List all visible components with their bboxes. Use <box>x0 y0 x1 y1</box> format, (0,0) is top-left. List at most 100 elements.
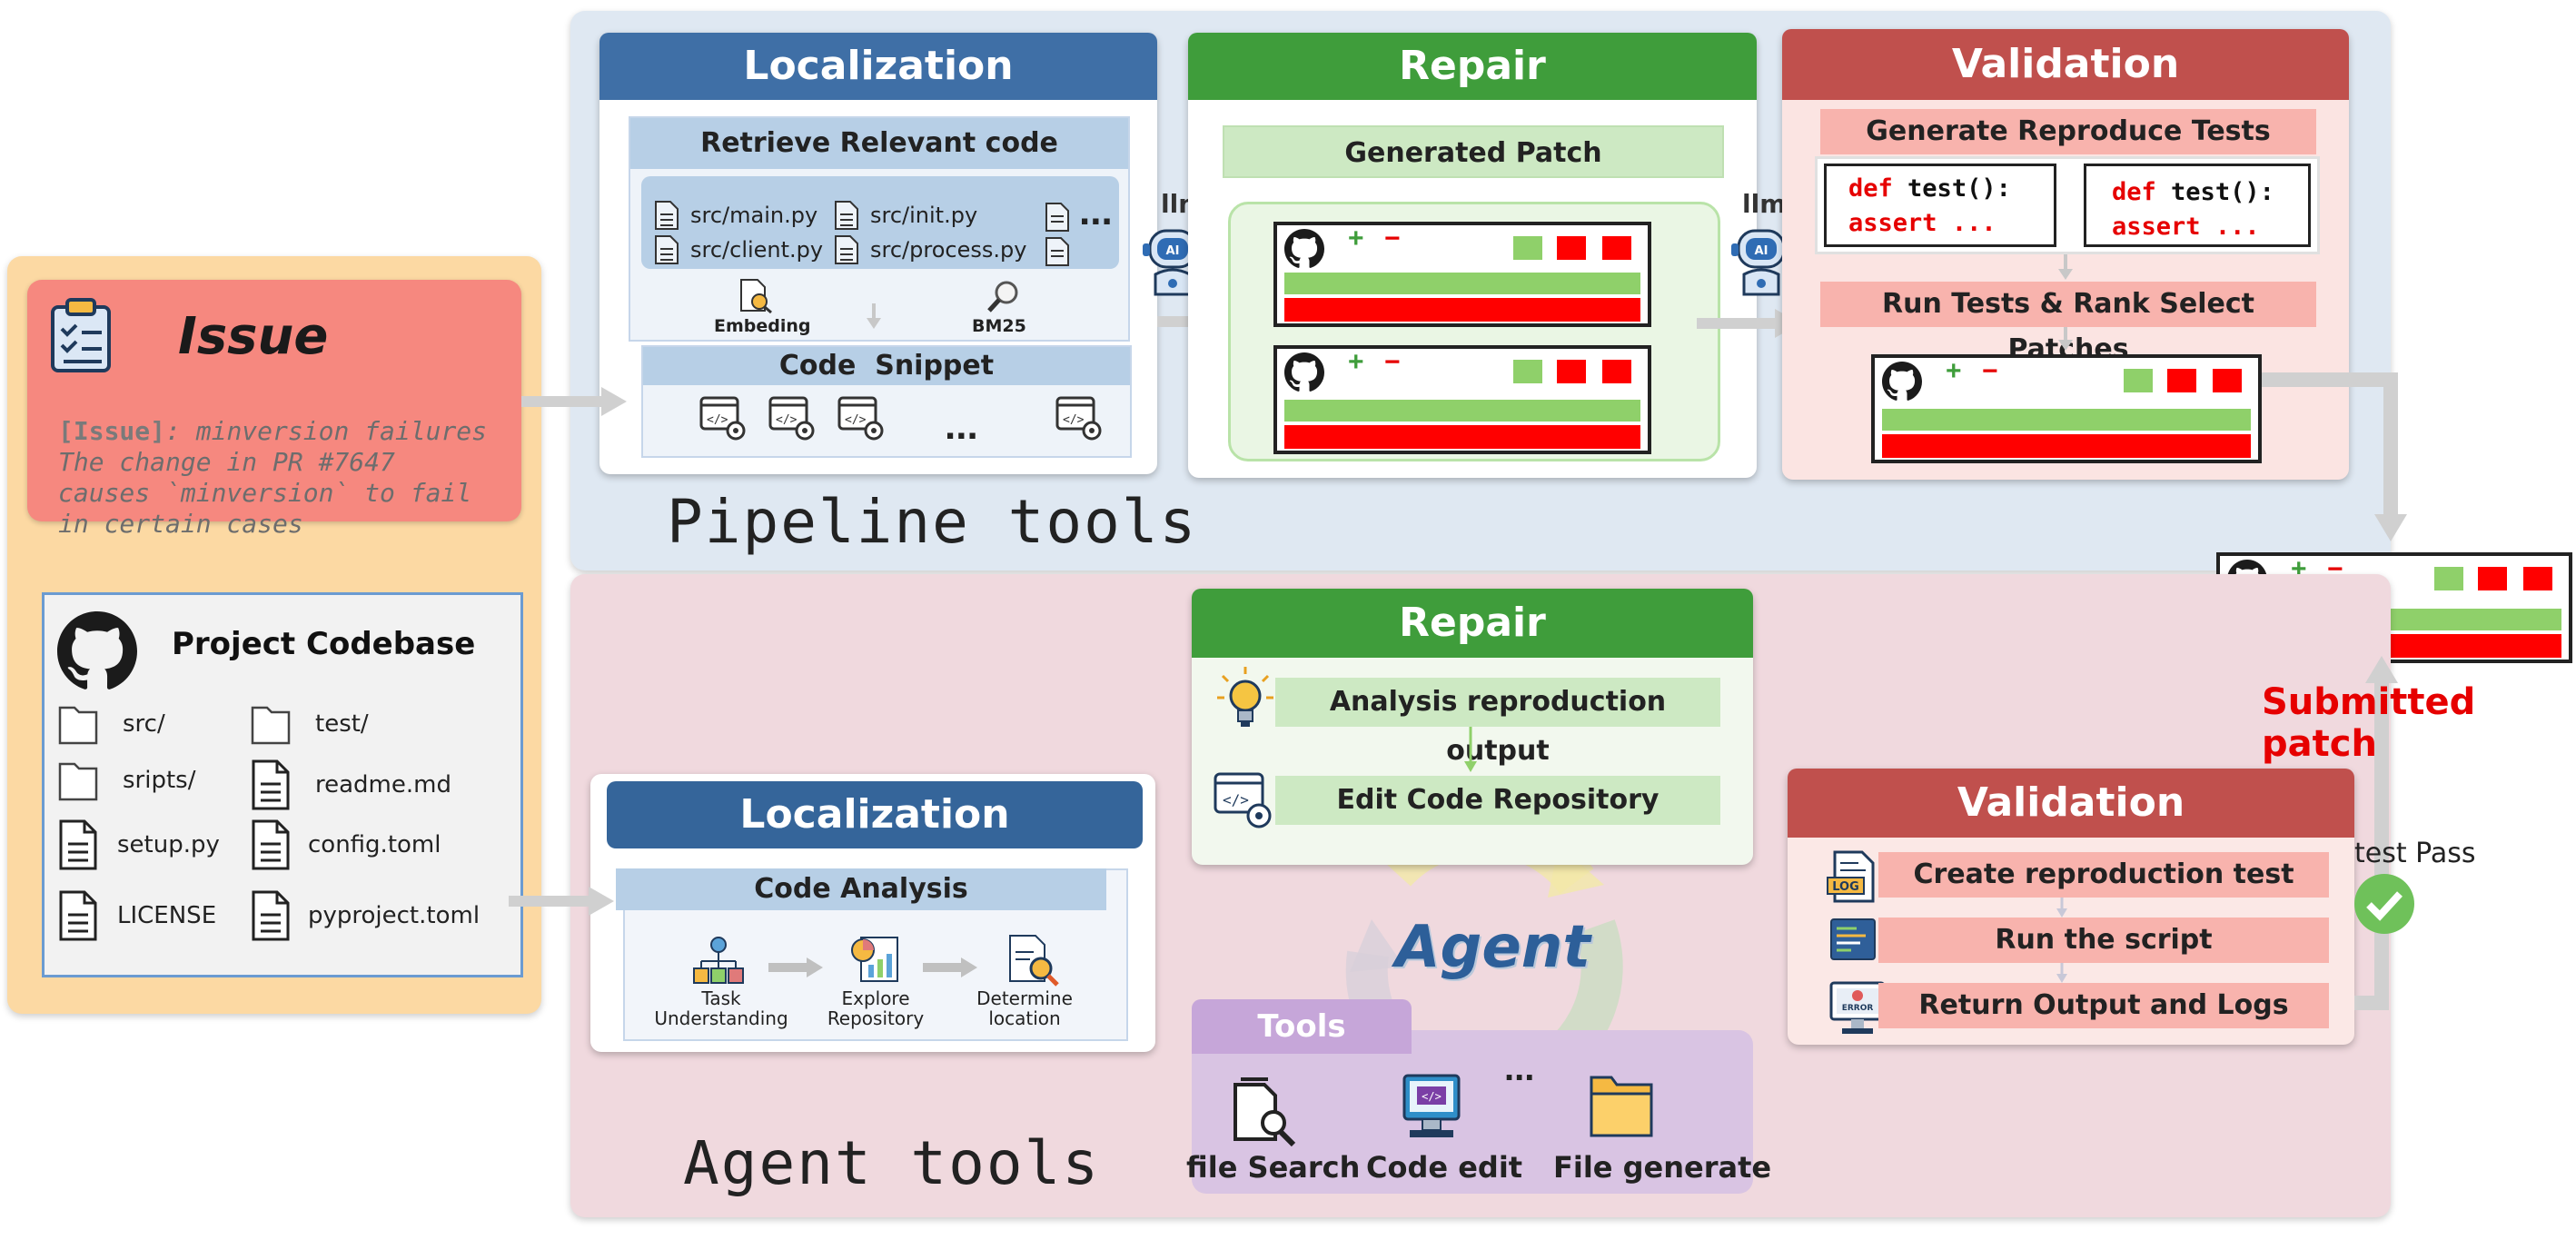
pipeline-localization-card: Localization Retrieve Relevant code src/… <box>599 33 1157 474</box>
error-monitor-icon: ERROR <box>1829 981 1886 1034</box>
codebase-file-name: setup.py <box>117 831 220 858</box>
file-icon <box>655 201 679 230</box>
svg-text:</>: </> <box>776 413 798 427</box>
codebase-file-name: src/ <box>123 710 165 738</box>
codebase-file-name: readme.md <box>315 771 451 799</box>
analysis-chart-icon <box>851 937 898 982</box>
agent-label: Agent tools <box>683 1128 1101 1198</box>
patch-red-line <box>1284 425 1640 449</box>
file-icon <box>252 819 290 870</box>
agent-tools-box <box>1192 1030 1753 1194</box>
codebase-file-item: test/ <box>250 702 369 746</box>
retrieved-file-name: src/main.py <box>690 203 818 228</box>
patch-red-square <box>2167 369 2196 392</box>
github-icon <box>1284 352 1324 397</box>
code-gear-icon: </> <box>1214 772 1272 828</box>
validation-step-run: Run the script <box>1878 918 2329 963</box>
patch-red-square <box>2523 567 2552 590</box>
test-assert: assert <box>2112 213 2201 241</box>
patch-green-line <box>1284 273 1640 294</box>
patch-plus: + <box>1348 347 1364 377</box>
repair-step-edit: Edit Code Repository <box>1275 776 1720 825</box>
agent-localization-card: Localization Code Analysis Task Understa… <box>590 774 1155 1052</box>
down-arrow-icon <box>2056 963 2067 983</box>
tool-code-edit: Code edit <box>1366 1150 1523 1185</box>
clipboard-icon <box>51 298 111 372</box>
file-icon <box>835 201 858 230</box>
github-icon <box>57 611 137 689</box>
file-icon <box>59 819 97 870</box>
test-sig: test(): <box>2171 178 2274 206</box>
folder-icon <box>251 706 291 745</box>
retrieve-box: Retrieve Relevant code src/main.py src/i… <box>629 116 1130 342</box>
agent-tools-title: Tools <box>1192 999 1412 1054</box>
validation-step-return: Return Output and Logs <box>1878 983 2329 1028</box>
svg-text:</>: </> <box>1422 1090 1442 1103</box>
repair-step-analysis: Analysis reproduction output <box>1275 678 1720 767</box>
codebase-file-item: setup.py <box>57 818 220 871</box>
down-arrow-icon <box>2056 898 2067 918</box>
retrieved-file-name: src/init.py <box>870 203 978 228</box>
code-gear-icon: </> <box>768 396 815 441</box>
test-sig: test(): <box>1907 174 2011 203</box>
test-def: def <box>1848 174 1893 203</box>
flow-arrow <box>768 957 823 977</box>
code-edit-icon: </> <box>1402 1074 1461 1137</box>
patch-red-square <box>2478 567 2507 590</box>
patch-red-square <box>1557 236 1586 260</box>
agent-localization-title: Localization <box>607 781 1143 848</box>
svg-text:ERROR: ERROR <box>1842 1004 1874 1013</box>
codebase-file-name: pyproject.toml <box>308 902 481 929</box>
retrieved-file: src/main.py <box>654 200 817 231</box>
codebase-file-name: LICENSE <box>117 902 217 929</box>
agent-repair-title: Repair <box>1192 589 1753 658</box>
step-explore-repository: Explore Repository <box>827 987 925 1029</box>
patch-plus: + <box>1348 223 1364 253</box>
down-arrow-icon <box>867 303 881 329</box>
embedding-icon <box>740 279 772 314</box>
patch-green-square <box>2434 567 2463 590</box>
patch-green-square <box>2124 369 2153 392</box>
codebase-file-item: config.toml <box>250 818 441 871</box>
svg-text:AI: AI <box>1755 244 1769 258</box>
patch-minus: − <box>1384 223 1401 253</box>
codebase-file-item: readme.md <box>250 759 451 811</box>
file-icon <box>1045 203 1069 232</box>
pipeline-localization-title: Localization <box>599 33 1157 100</box>
retrieved-files <box>641 176 1119 269</box>
github-icon <box>1284 229 1324 273</box>
magnifier-icon <box>987 281 1018 312</box>
tool-file-search: file Search <box>1186 1150 1361 1185</box>
down-arrow-icon <box>2058 254 2073 280</box>
bm25-label: BM25 <box>972 316 1026 336</box>
codebase-file-name: config.toml <box>308 831 441 858</box>
issue-line-4: in certain cases <box>58 509 303 539</box>
issue-tag: [Issue] <box>58 416 166 446</box>
flow-arrow <box>521 387 627 416</box>
codebase-title: Project Codebase <box>172 626 476 662</box>
file-icon <box>1045 237 1069 266</box>
folder-icon <box>58 762 98 801</box>
test-dots: ... <box>2214 213 2260 241</box>
test-assert: assert <box>1848 209 1937 237</box>
flow-arrow <box>923 957 977 977</box>
file-icon <box>835 235 858 264</box>
github-icon <box>1882 362 1922 406</box>
retrieved-file: src/init.py <box>834 200 977 231</box>
codebase-file-item: src/ <box>57 702 165 746</box>
code-gear-icon: </> <box>699 396 746 441</box>
file-icon <box>655 235 679 264</box>
patch-plus: + <box>1946 356 1962 386</box>
pipeline-label: Pipeline tools <box>667 487 1198 557</box>
down-arrow-icon <box>2058 327 2073 351</box>
patch-green-line <box>1284 400 1640 422</box>
submitted-patch-label: Submitted patch <box>2262 681 2476 765</box>
step-determine-location: Determine location <box>976 987 1073 1029</box>
retrieved-more: ... <box>1079 189 1113 233</box>
file-icon <box>252 890 290 941</box>
location-search-icon <box>1009 935 1059 987</box>
generated-patch-label: Generated Patch <box>1223 125 1724 178</box>
agent-validation-card: Validation LOG Create reproduction test … <box>1788 769 2354 1045</box>
retrieved-file-name: src/client.py <box>690 237 824 263</box>
